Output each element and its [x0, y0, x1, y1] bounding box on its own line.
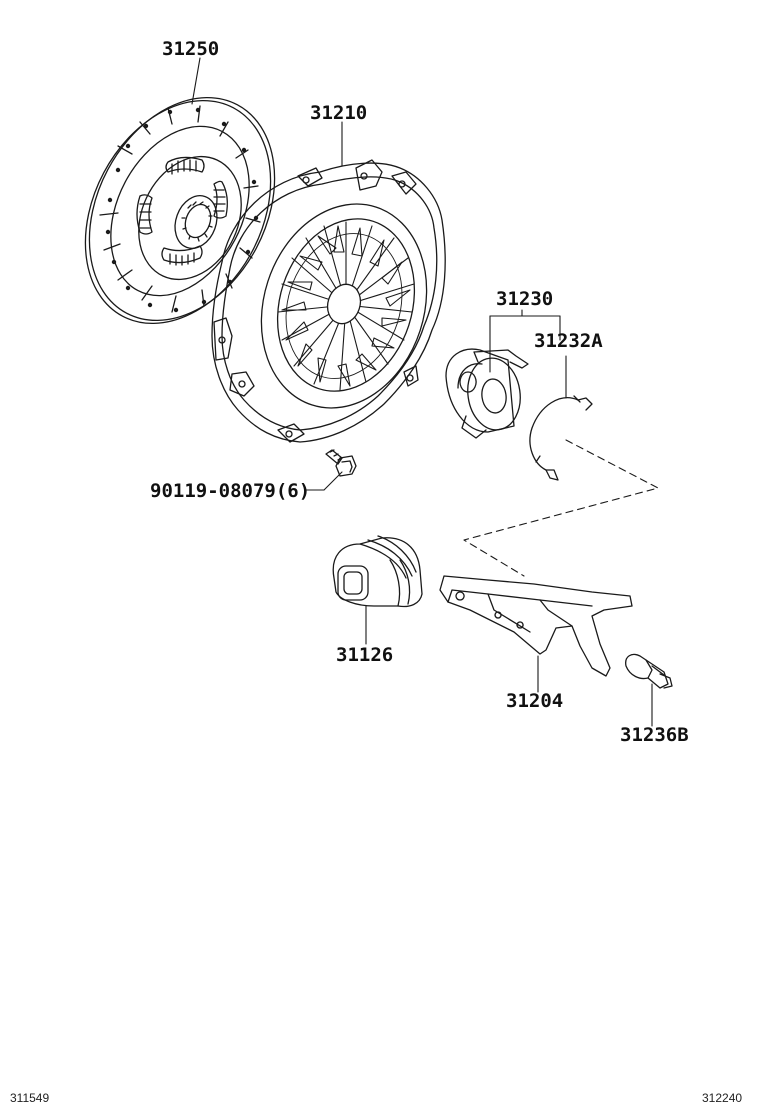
- release-fork-drawing: [439, 575, 633, 677]
- label-fork-support: 31236B: [620, 724, 689, 746]
- cover-bolt-drawing: [325, 449, 357, 477]
- footer-right-code: 312240: [702, 1091, 743, 1105]
- label-fork-boot: 31126: [336, 644, 394, 666]
- clutch-cover-drawing: [211, 159, 446, 443]
- label-clutch-cover: 31210: [310, 102, 368, 124]
- fork-pivot-drawing: [625, 653, 673, 689]
- label-clutch-disc: 31250: [162, 38, 220, 60]
- label-release-fork: 31204: [506, 690, 564, 712]
- clutch-disc-drawing: [84, 96, 276, 325]
- fork-boot-drawing: [332, 535, 423, 608]
- release-bearing-drawing: [445, 348, 529, 439]
- label-release-bearing-assy: 31230: [496, 288, 554, 310]
- bearing-clip-drawing: [529, 395, 593, 481]
- label-release-bearing-clip: 31232A: [534, 330, 603, 352]
- footer-left-code: 311549: [10, 1091, 50, 1105]
- leader-lines: [191, 57, 659, 727]
- label-cover-bolt: 90119-08079(6): [150, 480, 311, 502]
